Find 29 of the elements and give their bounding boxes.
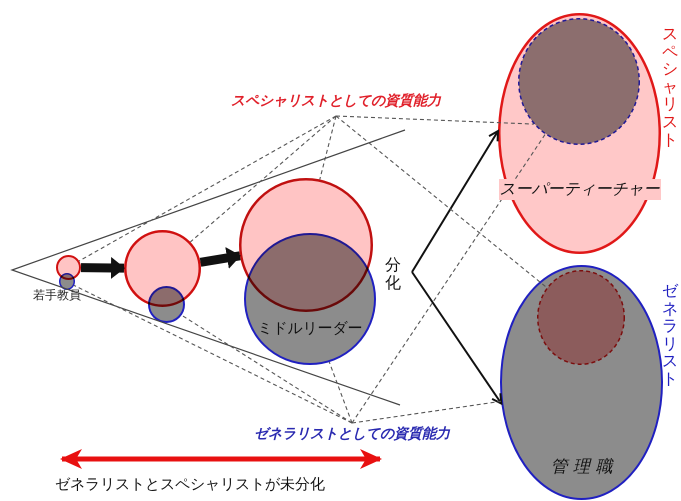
leader-line bbox=[352, 400, 502, 424]
block-arrow bbox=[80, 256, 125, 279]
leader-line bbox=[328, 362, 353, 424]
leader-line bbox=[74, 284, 352, 424]
oval bbox=[498, 13, 661, 254]
label: スペシャリストとしての資質能力 bbox=[230, 92, 442, 110]
arrow bbox=[411, 130, 499, 273]
leader-line bbox=[78, 116, 336, 262]
dashed-circle bbox=[518, 18, 640, 145]
vertical-label: ゼネラリスト bbox=[662, 282, 678, 388]
leader-line bbox=[319, 116, 337, 180]
label: ゼネラリストとしての資質能力 bbox=[253, 425, 452, 443]
node-label: ミドルリーダー bbox=[256, 319, 364, 338]
circle bbox=[148, 286, 185, 323]
leader-line bbox=[181, 314, 352, 424]
block-arrow bbox=[200, 247, 241, 269]
node-label: 管 理 職 bbox=[550, 456, 615, 478]
arrow bbox=[411, 271, 502, 404]
vertical-label: スペシャリスト bbox=[662, 25, 678, 148]
leader-line bbox=[336, 116, 548, 288]
circle bbox=[244, 233, 376, 365]
leader-line bbox=[352, 134, 546, 424]
oval bbox=[500, 265, 663, 500]
dashed-circle bbox=[537, 270, 625, 365]
node-label: スーパーティーチャー bbox=[498, 179, 660, 200]
label: ゼネラリストとスペシャリストが未分化 bbox=[55, 475, 325, 494]
label: 分化 bbox=[385, 256, 401, 292]
leader-line bbox=[336, 115, 534, 125]
leader-line bbox=[190, 116, 336, 242]
